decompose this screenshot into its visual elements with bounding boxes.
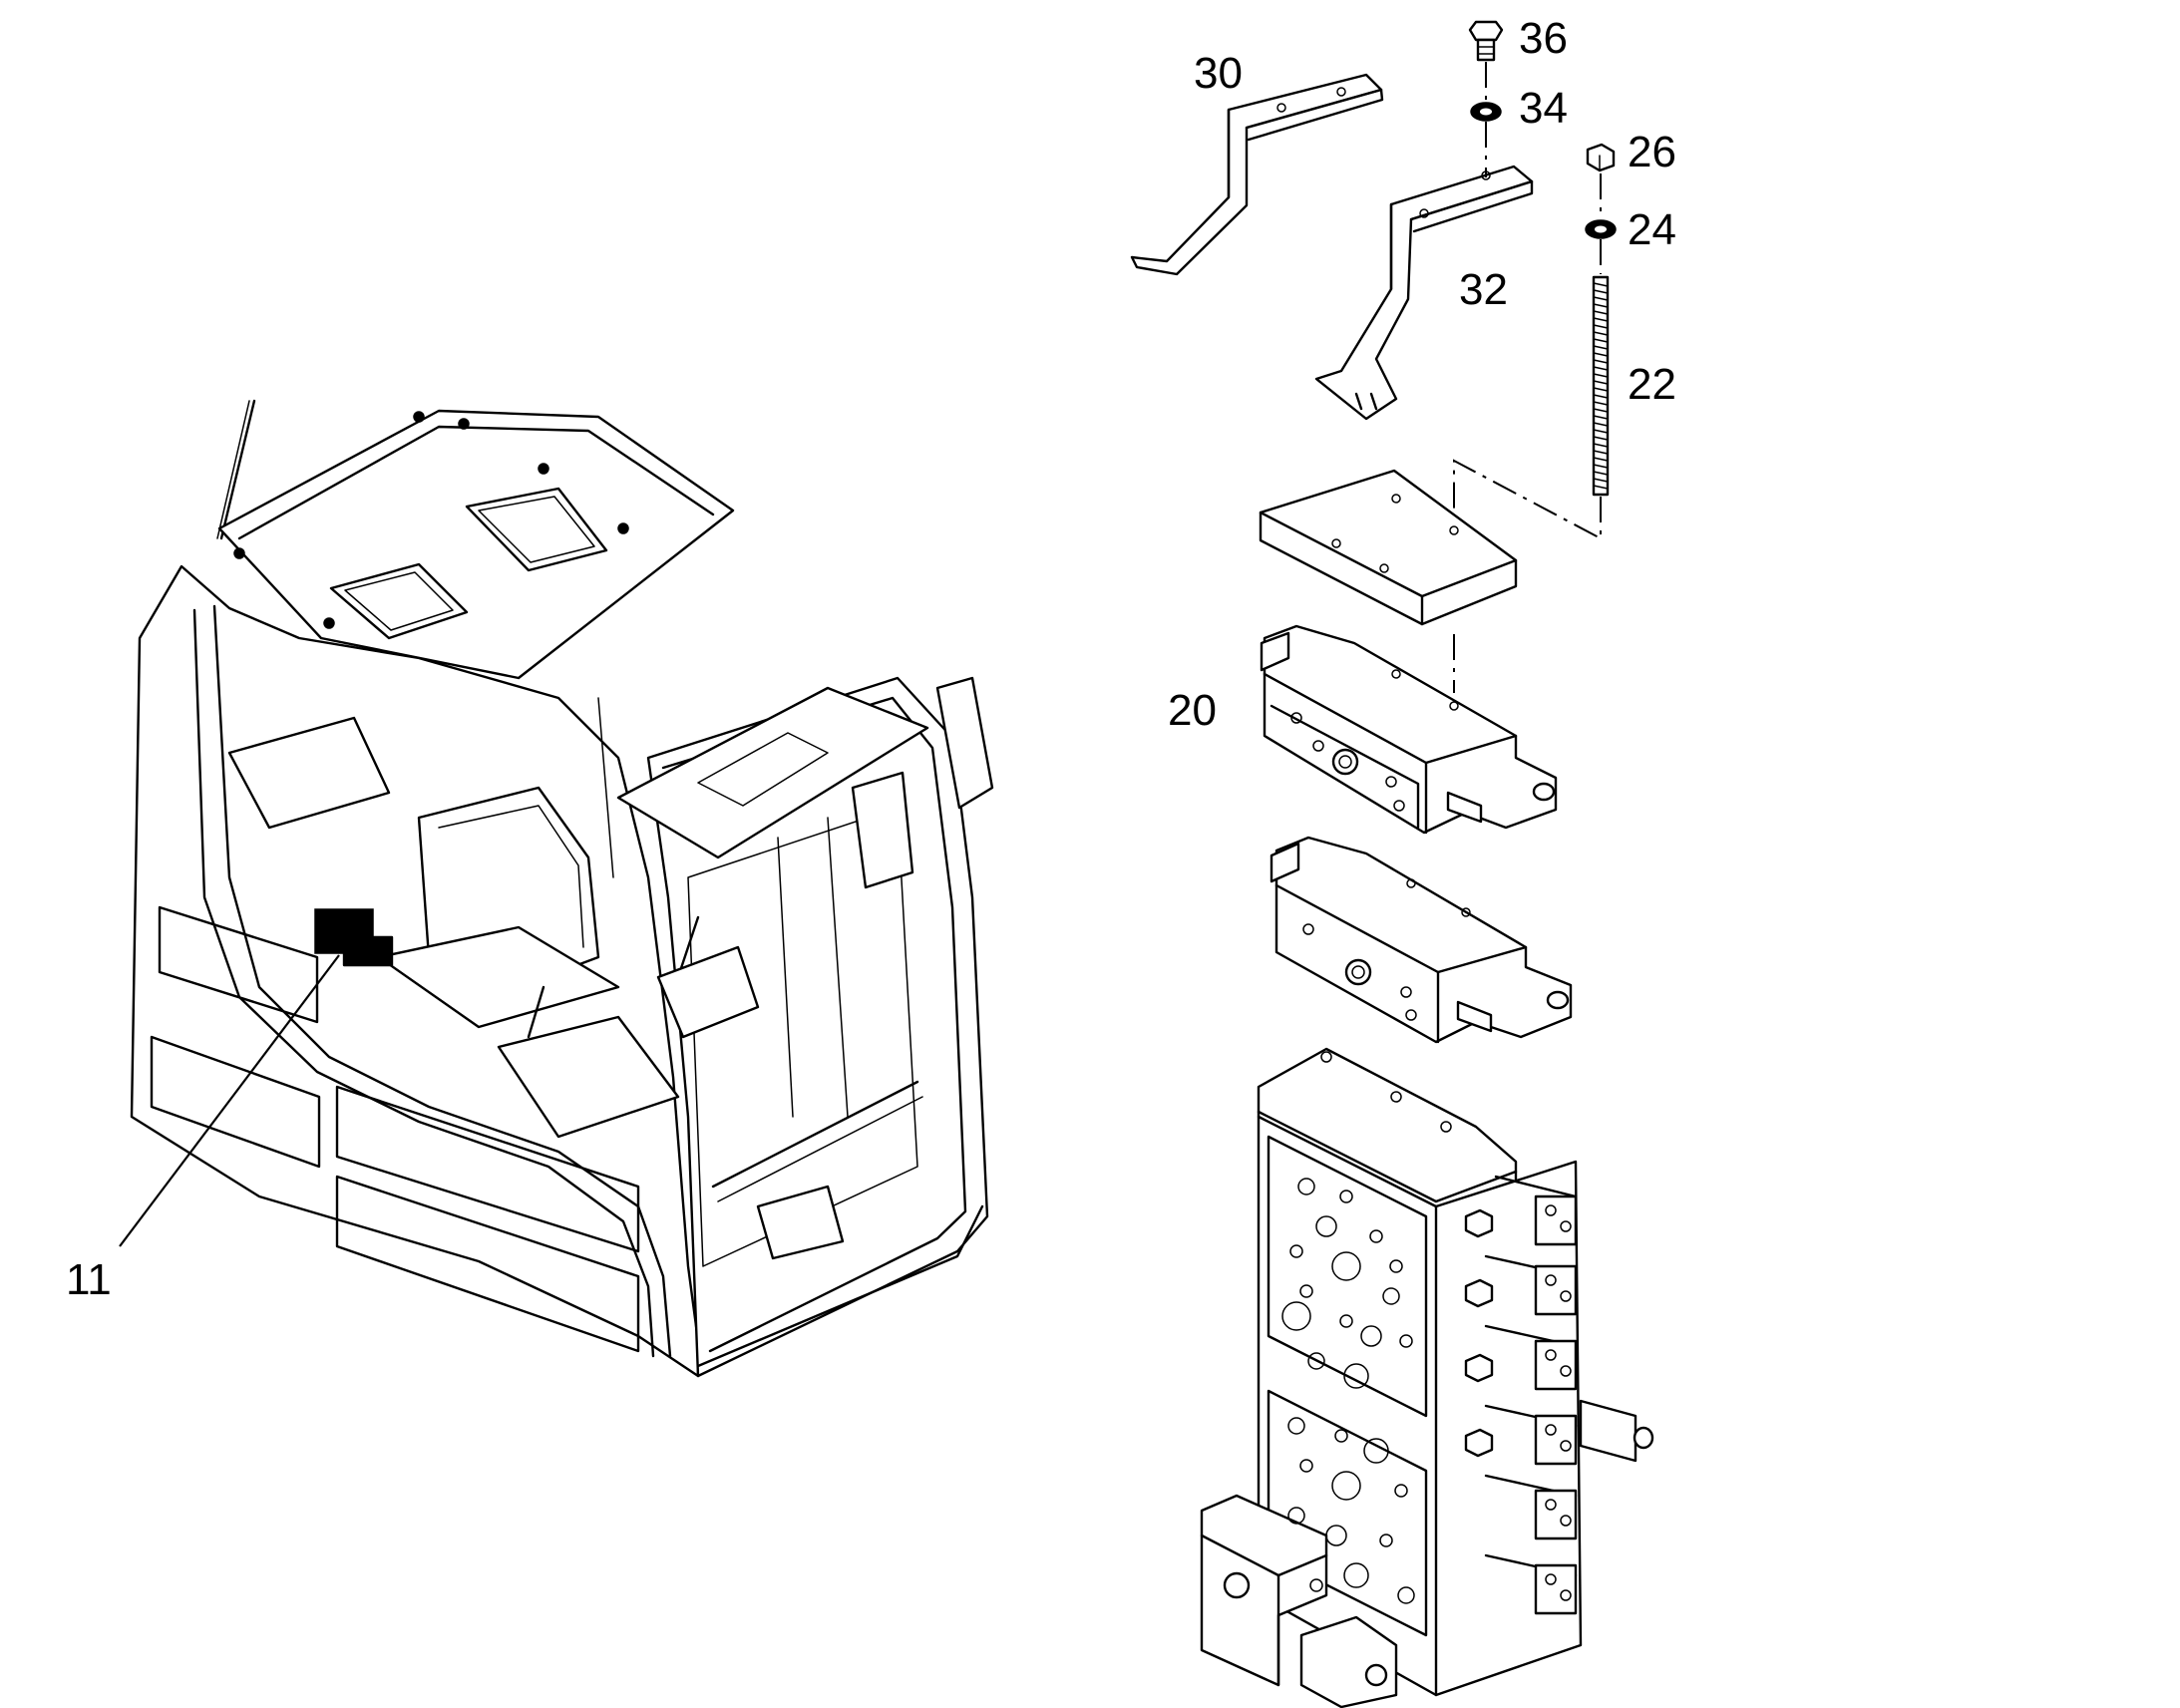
washer-34: [1470, 102, 1502, 122]
spacer-plate: [1259, 469, 1518, 626]
stud-22: [1592, 275, 1610, 497]
callout-24: 24: [1628, 205, 1676, 254]
callout-32: 32: [1459, 265, 1508, 314]
callout-11: 11: [66, 1255, 112, 1304]
leader-11: [119, 954, 340, 1247]
bracket-30: [1130, 73, 1384, 276]
bracket-32: [1314, 165, 1534, 421]
solenoid-valve-20: [1260, 624, 1558, 835]
main-control-valve: [1200, 1047, 1654, 1708]
washer-24: [1585, 219, 1617, 239]
axis-stud-22-lower: [1453, 459, 1602, 540]
callout-30: 30: [1194, 49, 1243, 98]
operator-cab: [130, 399, 994, 1378]
bolt-36: [1468, 20, 1504, 62]
callout-20: 20: [1168, 686, 1217, 735]
callout-34: 34: [1519, 84, 1568, 133]
nut-26: [1586, 143, 1616, 172]
callout-22: 22: [1628, 360, 1676, 409]
callout-36: 36: [1519, 14, 1568, 63]
callout-26: 26: [1628, 128, 1676, 176]
solenoid-valve-lower: [1270, 836, 1573, 1044]
